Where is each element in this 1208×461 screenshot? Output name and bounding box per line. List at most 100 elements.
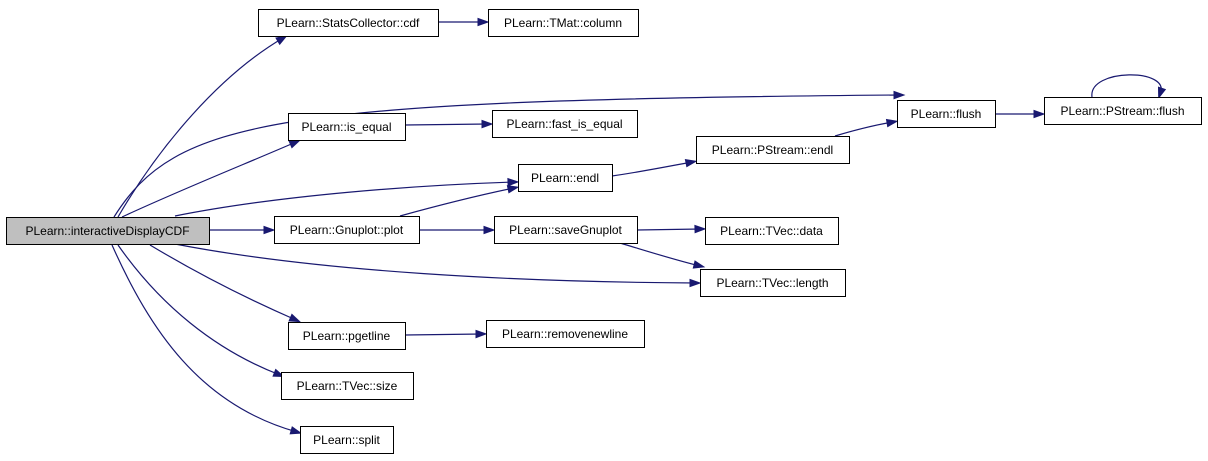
edge-pgetline-to-removenewline xyxy=(404,329,488,339)
node-box[interactable] xyxy=(897,100,996,128)
node-tvec_data[interactable]: PLearn::TVec::data xyxy=(705,217,839,245)
node-box[interactable] xyxy=(700,269,846,297)
node-gnuplot_plot[interactable]: PLearn::Gnuplot::plot xyxy=(274,216,420,244)
edge-line xyxy=(174,243,697,284)
arrowhead xyxy=(263,225,276,235)
edge-interactiveDisplayCDF-to-statscollector_cdf xyxy=(117,35,288,218)
edge-line xyxy=(149,244,297,321)
node-box[interactable] xyxy=(492,110,638,138)
node-tvec_size[interactable]: PLearn::TVec::size xyxy=(281,372,414,400)
node-label: PLearn::TVec::size xyxy=(297,379,398,393)
node-box[interactable] xyxy=(300,426,394,454)
node-label: PLearn::removenewline xyxy=(502,327,628,341)
arrowhead xyxy=(506,185,520,194)
arrowhead xyxy=(481,119,494,129)
node-label: PLearn::is_equal xyxy=(301,120,391,134)
edge-statscollector_cdf-to-tmat_column xyxy=(438,17,490,27)
arrowhead xyxy=(694,224,707,234)
node-label: PLearn::saveGnuplot xyxy=(509,223,622,237)
node-box[interactable] xyxy=(288,322,406,350)
node-box[interactable] xyxy=(258,9,439,37)
edges-layer xyxy=(111,17,1167,435)
node-box[interactable] xyxy=(6,217,210,245)
node-label: PLearn::pgetline xyxy=(303,329,391,343)
arrowhead xyxy=(1157,86,1167,100)
edge-flush-to-pstream_flush xyxy=(995,109,1046,119)
edge-line xyxy=(404,123,489,126)
node-label: PLearn::TVec::length xyxy=(716,276,828,290)
node-box[interactable] xyxy=(488,9,639,37)
node-box[interactable] xyxy=(494,216,638,244)
node-is_equal[interactable]: PLearn::is_equal xyxy=(288,113,406,141)
arrowhead xyxy=(475,329,488,339)
edge-line xyxy=(117,244,281,376)
edge-line xyxy=(1091,74,1162,98)
node-interactiveDisplayCDF[interactable]: PLearn::interactiveDisplayCDF xyxy=(6,217,210,245)
node-savegnuplot[interactable]: PLearn::saveGnuplot xyxy=(494,216,638,244)
node-label: PLearn::StatsCollector::cdf xyxy=(277,16,420,30)
node-label: PLearn::split xyxy=(313,433,380,447)
edge-interactiveDisplayCDF-to-gnuplot_plot xyxy=(209,225,276,235)
edge-savegnuplot-to-tvec_data xyxy=(636,224,707,234)
node-fast_is_equal[interactable]: PLearn::fast_is_equal xyxy=(492,110,638,138)
arrowhead xyxy=(1033,109,1046,119)
node-label: PLearn::Gnuplot::plot xyxy=(290,223,404,237)
edge-interactiveDisplayCDF-to-tvec_length xyxy=(174,243,702,288)
edge-line xyxy=(121,141,297,218)
edge-interactiveDisplayCDF-to-split xyxy=(111,244,303,435)
arrowhead xyxy=(288,139,302,149)
edge-line xyxy=(834,121,894,137)
node-pstream_endl[interactable]: PLearn::PStream::endl xyxy=(696,136,850,164)
node-pstream_flush[interactable]: PLearn::PStream::flush xyxy=(1044,97,1202,125)
node-pgetline[interactable]: PLearn::pgetline xyxy=(288,322,406,350)
node-box[interactable] xyxy=(705,217,839,245)
edge-savegnuplot-to-tvec_length xyxy=(619,242,706,269)
node-tmat_column[interactable]: PLearn::TMat::column xyxy=(488,9,639,37)
node-box[interactable] xyxy=(281,372,414,400)
node-box[interactable] xyxy=(486,320,645,348)
node-endl[interactable]: PLearn::endl xyxy=(518,164,613,192)
arrowhead xyxy=(483,225,496,235)
node-removenewline[interactable]: PLearn::removenewline xyxy=(486,320,645,348)
edge-line xyxy=(111,244,298,433)
arrowhead xyxy=(507,177,520,187)
edge-gnuplot_plot-to-savegnuplot xyxy=(419,225,496,235)
edge-line xyxy=(117,37,284,218)
node-box[interactable] xyxy=(696,136,850,164)
nodes-layer: PLearn::interactiveDisplayCDF PLearn::Sta… xyxy=(6,9,1202,454)
edge-endl-to-pstream_endl xyxy=(611,158,698,177)
node-split[interactable]: PLearn::split xyxy=(300,426,394,454)
node-tvec_length[interactable]: PLearn::TVec::length xyxy=(700,269,846,297)
arrowhead xyxy=(689,278,702,288)
node-statscollector_cdf[interactable]: PLearn::StatsCollector::cdf xyxy=(258,9,439,37)
arrowhead xyxy=(893,90,906,100)
node-label: PLearn::interactiveDisplayCDF xyxy=(25,224,189,238)
arrowhead xyxy=(477,17,490,27)
node-label: PLearn::PStream::endl xyxy=(712,143,833,157)
node-box[interactable] xyxy=(274,216,420,244)
node-flush[interactable]: PLearn::flush xyxy=(897,100,996,128)
arrowhead xyxy=(684,158,698,168)
node-box[interactable] xyxy=(288,113,406,141)
edge-pstream_flush-to-pstream_flush xyxy=(1091,74,1167,100)
node-box[interactable] xyxy=(518,164,613,192)
node-label: PLearn::endl xyxy=(531,171,599,185)
edge-line xyxy=(636,228,702,231)
edge-interactiveDisplayCDF-to-pgetline xyxy=(149,244,302,323)
node-label: PLearn::TVec::data xyxy=(720,224,823,238)
node-label: PLearn::fast_is_equal xyxy=(506,117,622,131)
edge-gnuplot_plot-to-endl xyxy=(399,185,520,217)
arrowhead xyxy=(692,260,706,269)
edge-interactiveDisplayCDF-to-is_equal xyxy=(121,139,302,218)
arrowhead xyxy=(885,118,899,128)
node-label: PLearn::TMat::column xyxy=(504,16,622,30)
edge-line xyxy=(619,242,701,267)
edge-is_equal-to-fast_is_equal xyxy=(404,119,494,129)
edge-pstream_endl-to-flush xyxy=(834,118,899,137)
node-label: PLearn::flush xyxy=(911,107,982,121)
arrowhead xyxy=(289,426,303,435)
node-box[interactable] xyxy=(1044,97,1202,125)
edge-line xyxy=(404,333,483,336)
edge-interactiveDisplayCDF-to-endl xyxy=(174,177,520,217)
